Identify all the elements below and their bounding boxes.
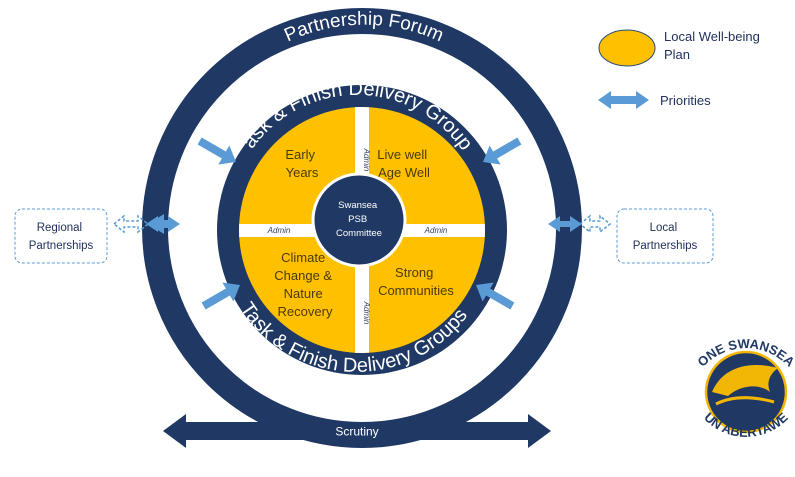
logo-wave-icon — [715, 396, 775, 406]
priority-arrows — [146, 137, 582, 310]
priority-arrow-right-ring-double — [548, 216, 582, 232]
scrutiny-arrow — [163, 414, 551, 448]
quadrant-live-well-age-well: Live well Age Well — [377, 147, 430, 180]
legend-plan-label: Local Well-being Plan — [664, 29, 764, 62]
dashed-arrow-right — [578, 214, 612, 234]
local-partnerships-label: Local Partnerships — [633, 222, 698, 252]
logo-swoosh-icon — [712, 365, 778, 396]
psb-committee-circle — [311, 172, 407, 268]
priority-arrow-bottom-left — [201, 282, 240, 310]
priority-arrow-top-left — [197, 137, 236, 165]
admin-label-top: Admin — [362, 148, 371, 172]
local-partnerships-box — [616, 208, 714, 264]
psb-committee-label: Swansea PSB Committee — [336, 200, 382, 239]
admin-label-left: Admin — [267, 226, 291, 235]
quadrant-strong-communities: Strong Communities — [378, 265, 454, 298]
legend-plan-swatch — [598, 29, 656, 67]
one-swansea-logo: ONE SWANSEA UN ABERTAWE — [694, 336, 795, 440]
quadrant-climate-change-nature-recovery: Climate Change & Nature Recovery — [274, 250, 335, 319]
legend-priorities-label: Priorities — [660, 93, 711, 108]
admin-label-right: Admin — [424, 226, 448, 235]
scrutiny-label: Scrutiny — [335, 425, 378, 439]
quadrant-early-years: Early Years — [285, 147, 319, 180]
dashed-arrow-left — [112, 214, 150, 234]
priority-arrow-bottom-right — [476, 282, 515, 310]
priority-arrow-top-right — [483, 137, 522, 165]
priority-arrow-left-ring-double — [146, 216, 180, 232]
outward-dashed-arrows — [112, 214, 612, 234]
regional-partnerships-label: Regional Partnerships — [29, 222, 94, 252]
legend-priorities-arrow — [598, 91, 649, 109]
admin-label-bottom: Admin — [362, 301, 371, 325]
regional-partnerships-box — [14, 208, 108, 264]
